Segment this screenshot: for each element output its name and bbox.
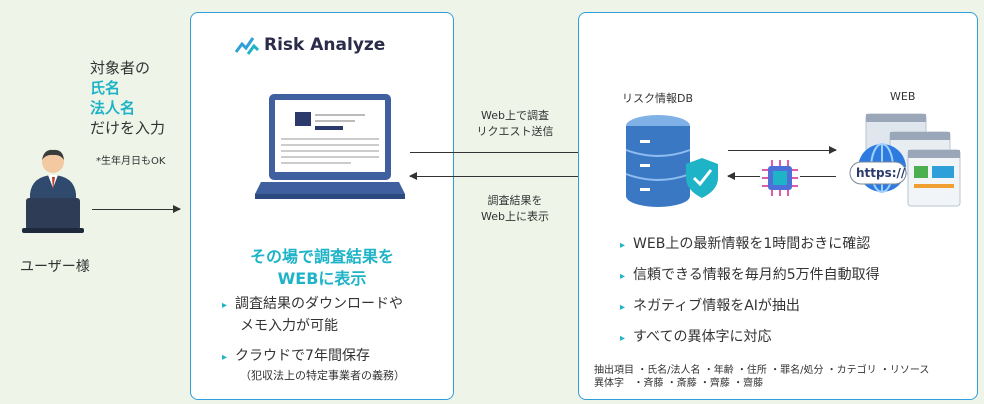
target-input-note: 対象者の 氏名 法人名 だけを入力	[90, 58, 165, 138]
request-line1: Web上で調査	[481, 109, 549, 122]
bullet-marker-icon: ▸	[620, 271, 626, 282]
web-label: WEB	[890, 90, 916, 103]
user-icon	[18, 146, 88, 236]
target-line4: だけを入力	[90, 119, 166, 137]
dob-note: *生年月日もOK	[96, 156, 166, 167]
bullet-text: 調査結果のダウンロードや	[235, 296, 404, 312]
https-label: https://	[856, 166, 906, 180]
variants-title: 異体字	[594, 378, 624, 389]
bullet-marker-icon: ▸	[222, 300, 228, 311]
bullet-marker-icon: ▸	[620, 240, 626, 251]
extraction-fields: 抽出項目 ・氏名/法人名 ・年齢 ・住所 ・罪名/処分 ・カテゴリ ・リソース …	[594, 364, 929, 390]
headline-line1: その場で調査結果を	[249, 247, 394, 266]
bullet-marker-icon: ▸	[620, 333, 626, 344]
logo-icon	[234, 34, 260, 56]
center-bullet-2: ▸ クラウドで7年間保存 （犯収法上の特定事業者の義務）	[222, 346, 405, 384]
right-bullets: ▸WEB上の最新情報を1時間おきに確認 ▸信頼できる情報を毎月約5万件自動取得 …	[620, 234, 880, 349]
ai-chip-icon	[762, 160, 798, 196]
laptop-illustration	[255, 92, 405, 202]
risk-analyze-logo: Risk Analyze	[234, 34, 385, 56]
result-arrow	[409, 172, 620, 180]
request-line2: リクエスト送信	[476, 125, 554, 138]
user-label: ユーザー様	[20, 259, 90, 275]
right-bullet-2: 信頼できる情報を毎月約5万件自動取得	[633, 267, 880, 283]
center-headline: その場で調査結果を WEBに表示	[190, 246, 454, 290]
right-bullet-1: WEB上の最新情報を1時間おきに確認	[633, 236, 871, 252]
right-bullet-3: ネガティブ情報をAIが抽出	[633, 298, 800, 314]
web-to-db-arrow	[727, 172, 760, 180]
db-label: リスク情報DB	[622, 92, 694, 105]
fields-title: 抽出項目	[594, 365, 634, 376]
db-to-web-arrow	[728, 146, 837, 154]
result-line1: 調査結果を	[487, 194, 543, 207]
bullet-text-cont: メモ入力が可能	[240, 318, 338, 334]
user-to-system-arrow	[92, 205, 181, 213]
target-line1: 対象者の	[90, 59, 151, 77]
bullet-text-cont: （犯収法上の特定事業者の義務）	[240, 369, 405, 382]
target-corporate-name: 法人名	[90, 99, 136, 117]
center-bullet-1: ▸ 調査結果のダウンロードや メモ入力が可能	[222, 294, 403, 336]
bullet-marker-icon: ▸	[620, 302, 626, 313]
headline-line2: WEBに表示	[277, 269, 367, 288]
target-name: 氏名	[90, 79, 121, 97]
bullet-text: クラウドで7年間保存	[235, 348, 370, 364]
result-label: 調査結果を Web上に表示	[460, 193, 570, 225]
database-icon	[622, 112, 722, 212]
result-line2: Web上に表示	[481, 210, 549, 223]
variants-list: ・斉藤 ・斎藤 ・齊藤 ・齋藤	[633, 378, 764, 389]
bullet-marker-icon: ▸	[222, 352, 228, 363]
fields-list: ・氏名/法人名 ・年齢 ・住所 ・罪名/処分 ・カテゴリ ・リソース	[637, 365, 930, 376]
right-bullet-4: すべての異体字に対応	[633, 329, 772, 345]
risk-analyze-panel	[190, 12, 454, 400]
web-icon	[848, 110, 964, 210]
web-to-db-arrow-tail	[800, 176, 836, 177]
request-label: Web上で調査 リクエスト送信	[460, 108, 570, 140]
logo-text: Risk Analyze	[264, 35, 386, 55]
